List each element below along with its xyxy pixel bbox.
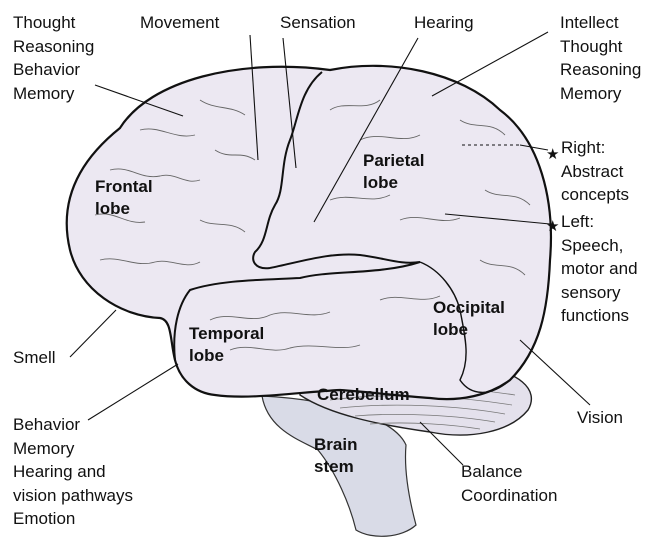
smell-label: Smell [13,346,56,370]
frontal-lobe-label: Frontal lobe [95,176,153,220]
leader-intellect [432,32,548,96]
parietal-lobe-label: Parietal lobe [363,150,424,194]
leader-smell [70,310,116,357]
occipital-lobe-label: Occipital lobe [433,297,505,341]
star-marker-left: ★ [546,219,559,234]
temporal-functions-label: Behavior Memory Hearing and vision pathw… [13,413,133,531]
cerebellum-label: Cerebellum [317,384,410,406]
frontal-functions-label: Thought Reasoning Behavior Memory [13,11,94,105]
leader-temporal [88,364,178,420]
brain-stem-label: Brain stem [314,434,357,478]
hearing-label: Hearing [414,11,474,35]
temporal-lobe-label: Temporal lobe [189,323,264,367]
parietal-functions-label: Intellect Thought Reasoning Memory [560,11,641,105]
cerebellum-functions-label: Balance Coordination [461,460,557,507]
movement-label: Movement [140,11,219,35]
left-hemisphere-label: Left: Speech, motor and sensory function… [561,210,638,328]
sensation-label: Sensation [280,11,356,35]
vision-label: Vision [577,406,623,430]
star-marker-right: ★ [546,147,559,162]
right-hemisphere-label: Right: Abstract concepts [561,136,629,207]
brain-outline [67,66,551,399]
